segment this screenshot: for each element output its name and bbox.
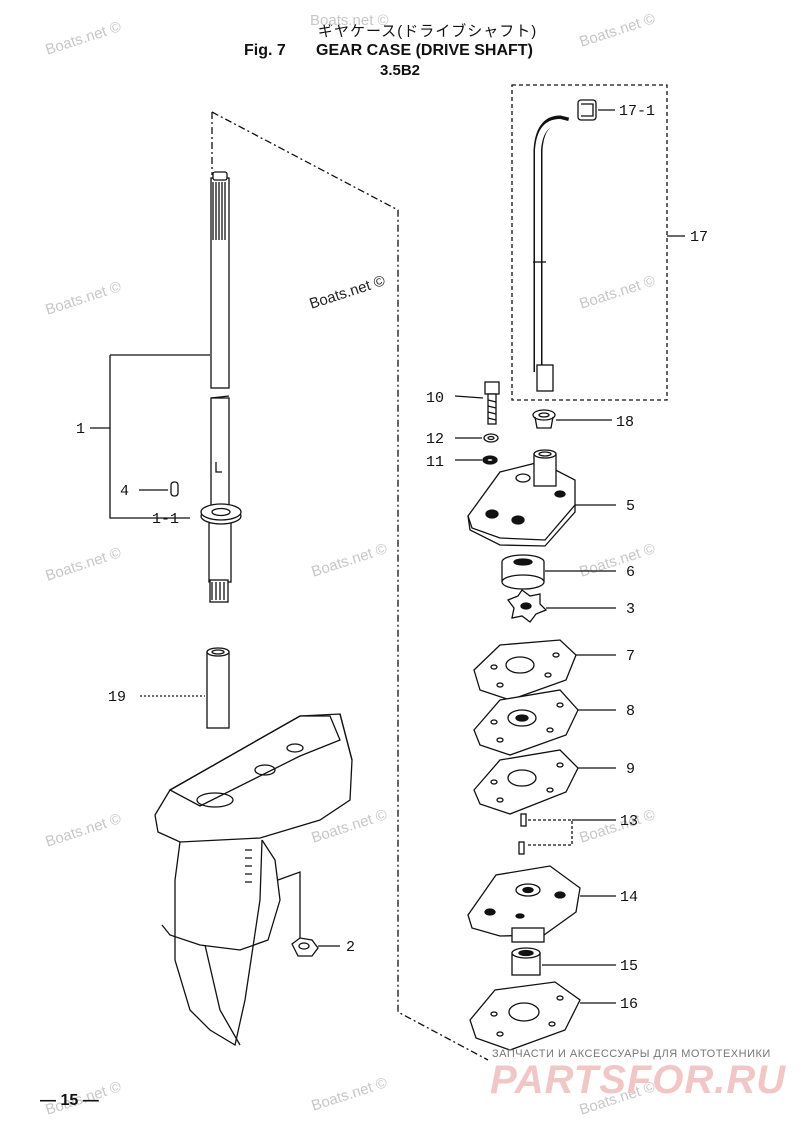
- callout-18: 18: [616, 414, 634, 431]
- gasket-part[interactable]: [473, 639, 577, 701]
- collar-tube-part[interactable]: [206, 647, 230, 729]
- pump-case-part[interactable]: [467, 449, 576, 547]
- nut-part[interactable]: [291, 937, 319, 957]
- dowel-pin-part[interactable]: [520, 813, 527, 827]
- drive-shaft-part[interactable]: [208, 171, 232, 603]
- brand-caption: ЗАПЧАСТИ И АКСЕССУАРЫ ДЛЯ МОТОТЕХНИКИ: [492, 1048, 771, 1060]
- callout-13: 13: [620, 813, 638, 830]
- callout-16: 16: [620, 996, 638, 1013]
- page-number: — 15 —: [40, 1092, 99, 1109]
- bearing-part[interactable]: [200, 503, 242, 525]
- bolt-part[interactable]: [484, 381, 500, 425]
- callout-8: 8: [626, 703, 635, 720]
- lock-washer-part[interactable]: [483, 433, 499, 443]
- callout-17: 17: [690, 229, 708, 246]
- impeller-insert-part[interactable]: [501, 554, 545, 590]
- callout-17-1: 17-1: [619, 103, 655, 120]
- grommet-part[interactable]: [577, 99, 597, 121]
- pump-base-part[interactable]: [467, 865, 581, 943]
- outer-plate-part[interactable]: [473, 689, 579, 756]
- figure-number: Fig. 7: [244, 42, 286, 59]
- callout-11: 11: [426, 454, 444, 471]
- oil-seal-part[interactable]: [511, 947, 541, 976]
- seal-part[interactable]: [532, 409, 556, 429]
- callout-1-1: 1-1: [152, 511, 179, 528]
- callout-3: 3: [626, 601, 635, 618]
- callout-10: 10: [426, 390, 444, 407]
- assembly-guide-line: [211, 111, 489, 1061]
- washer-part[interactable]: [482, 455, 498, 465]
- pin-part[interactable]: [170, 481, 179, 497]
- diagram-title: GEAR CASE (DRIVE SHAFT): [316, 42, 533, 59]
- callout-1: 1: [76, 421, 85, 438]
- water-tube-group-box: [511, 84, 668, 401]
- brand-logo: PARTSFOR.RU: [490, 1058, 787, 1102]
- callout-9: 9: [626, 761, 635, 778]
- callout-2: 2: [346, 939, 355, 956]
- leader-line: [454, 395, 484, 399]
- model-code: 3.5B2: [380, 62, 421, 79]
- gasket-part[interactable]: [473, 749, 579, 815]
- callout-14: 14: [620, 889, 638, 906]
- leader-line: [277, 871, 301, 940]
- callout-7: 7: [626, 648, 635, 665]
- water-tube-part[interactable]: [533, 115, 570, 392]
- gasket-part[interactable]: [469, 981, 581, 1051]
- watermark: Boats.net ©: [310, 12, 389, 29]
- dowel-pin-part[interactable]: [518, 841, 525, 855]
- impeller-part[interactable]: [506, 589, 548, 623]
- leader-line: [90, 354, 210, 519]
- callout-12: 12: [426, 431, 444, 448]
- title-japanese: ギヤケース(ドライブシャフト): [318, 23, 538, 40]
- leader-line: [528, 819, 573, 846]
- callout-15: 15: [620, 958, 638, 975]
- gear-case-housing[interactable]: [154, 713, 353, 1047]
- callout-6: 6: [626, 564, 635, 581]
- callout-19: 19: [108, 689, 126, 706]
- callout-4: 4: [120, 483, 129, 500]
- callout-5: 5: [626, 498, 635, 515]
